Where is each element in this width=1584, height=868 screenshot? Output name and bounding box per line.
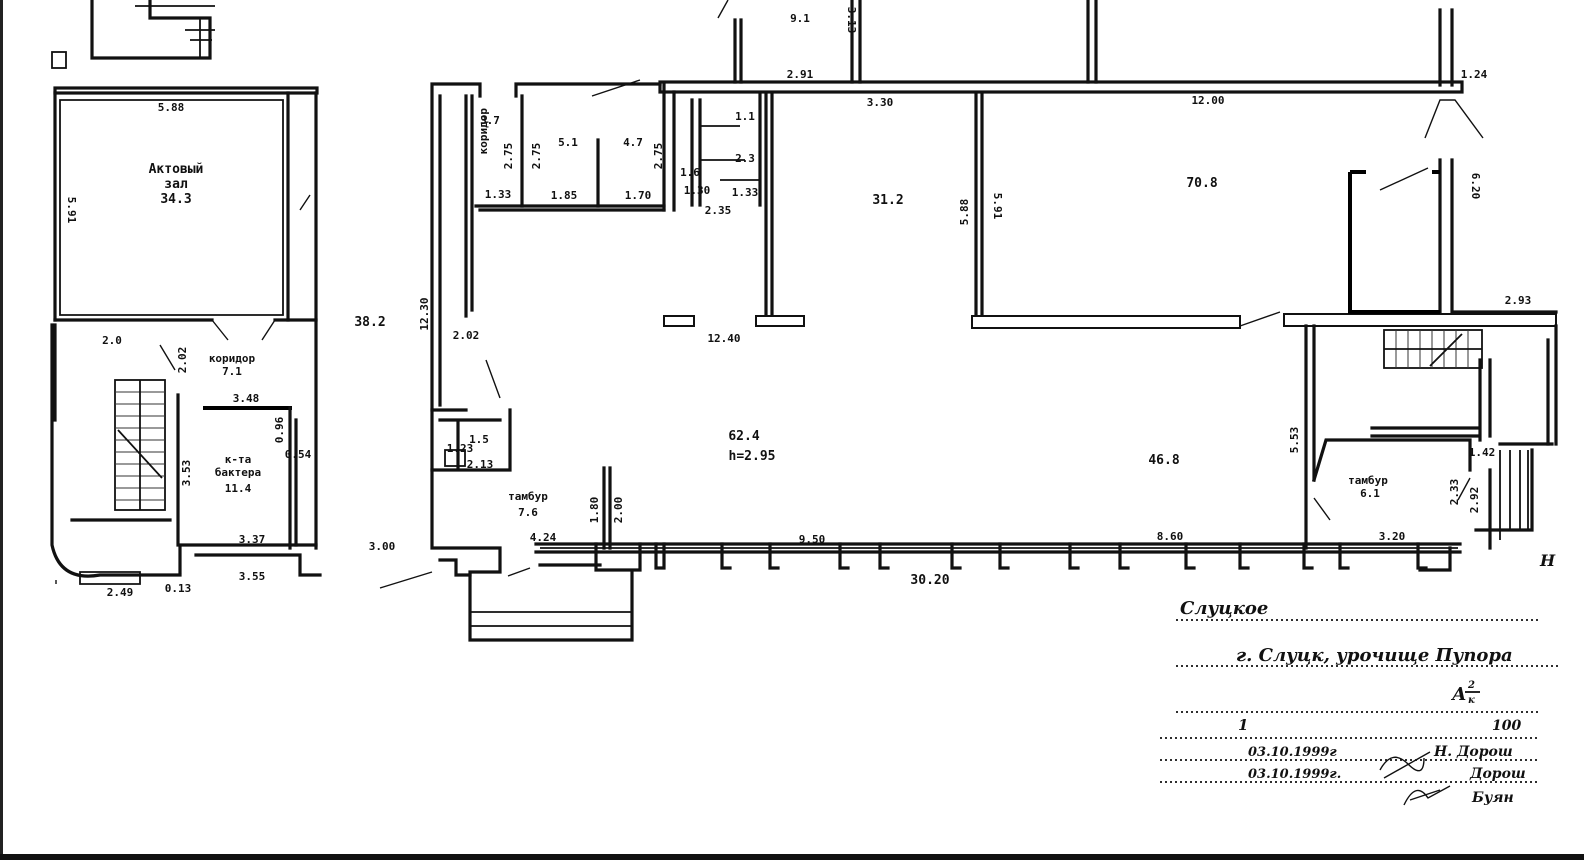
dim-2-75b: 2.75 [652, 143, 665, 170]
bar-room-label-1: к-та [225, 453, 252, 466]
stamp-letter: А [1450, 684, 1467, 705]
stamp-date-1: 03.10.1999г [1248, 745, 1337, 760]
title-stamp: Слуцкое г. Слуцк, урочище Пупора А 2 к 1… [1160, 598, 1560, 806]
stamp-name-3: Буян [1471, 790, 1514, 806]
dim-12-40: 12.40 [707, 332, 740, 345]
bar-room-area: 11.4 [225, 482, 252, 495]
room-labels: Актовый зал 34.3 коридор 7.1 к-та бактер… [149, 12, 1389, 519]
dim-2-0: 2.0 [102, 334, 122, 347]
dim-5-88b: 5.88 [958, 199, 971, 226]
dim-3-13: 3.13 [845, 7, 858, 34]
dim-3-30: 3.30 [867, 96, 894, 109]
main-hall-area: 62.4 [728, 429, 759, 444]
stamp-scale: 100 [1492, 718, 1521, 734]
dim-1-23: 1.23 [447, 442, 474, 455]
stamp-fraction-top: 2 [1467, 680, 1475, 691]
dim-2-33: 2.33 [1448, 479, 1461, 506]
dim-1-42: 1.42 [1469, 446, 1496, 459]
dim-3-37: 3.37 [239, 533, 266, 546]
dim-2-02: 2.02 [176, 347, 189, 374]
dim-3-20: 3.20 [1379, 530, 1406, 543]
dim-9-50: 9.50 [799, 533, 826, 546]
dim-1-30: 1.30 [684, 184, 711, 197]
edge-letter: Н [1539, 551, 1556, 570]
signature-1 [1379, 751, 1431, 779]
room-2-3-area: 2.3 [735, 152, 755, 165]
dim-2-75: 2.75 [530, 143, 543, 170]
corridor-left-area: 7.1 [222, 365, 242, 378]
dim-1-85: 1.85 [551, 189, 578, 202]
dim-0-13: 0.13 [165, 582, 192, 595]
room-5-1-area: 5.1 [558, 136, 578, 149]
dim-3-48: 3.48 [233, 392, 260, 405]
corridor-left-name: коридор [209, 352, 256, 365]
main-hall-height: h=2.95 [729, 449, 776, 464]
room-9-1-area: 9.1 [790, 12, 810, 25]
bar-room-label-2: бактера [215, 466, 261, 479]
vestibule-left-area: 7.6 [518, 506, 538, 519]
dim-2-02b: 2.02 [453, 329, 480, 342]
dim-2-93: 2.93 [1505, 294, 1532, 307]
dim-6-20: 6.20 [1469, 173, 1482, 200]
dim-1-70: 1.70 [625, 189, 652, 202]
room-46-8-area: 46.8 [1148, 453, 1179, 468]
dim-2-91: 2.91 [787, 68, 814, 81]
stamp-name-1: Н. Дорош [1433, 744, 1513, 760]
main-building-walls [55, 0, 1558, 642]
dim-2-13: 2.13 [467, 458, 494, 471]
dim-2-35: 2.35 [705, 204, 732, 217]
room-1-6-area: 1.6 [680, 166, 700, 179]
dim-30-20: 30.20 [910, 573, 949, 588]
assembly-hall-label-1: Актовый [149, 162, 204, 177]
small-1-5-area: 1.5 [469, 433, 489, 446]
stamp-sheet: 1 [1238, 716, 1248, 734]
dim-3-00: 3.00 [369, 540, 396, 553]
room-31-2-area: 31.2 [872, 193, 903, 208]
corridor-top-area: 3.7 [480, 114, 500, 127]
dim-2-78: 2.75 [502, 143, 515, 170]
dim-2-92: 2.92 [1468, 487, 1481, 514]
room-4-7-area: 4.7 [623, 136, 643, 149]
sheet-border [0, 854, 1584, 860]
stamp-name-2: Дорош [1469, 766, 1526, 782]
dimension-labels: 5.88 5.91 2.0 2.02 3.48 3.53 0.96 0.54 3… [65, 7, 1531, 599]
stamp-title: Слуцкое [1180, 598, 1268, 619]
left-wing-walls [50, 86, 322, 585]
stamp-date-2: 03.10.1999г. [1248, 767, 1341, 782]
stamp-address: г. Слуцк, урочище Пупора [1236, 645, 1513, 666]
signature-2 [1403, 785, 1451, 806]
vestibule-right-area: 6.1 [1360, 487, 1380, 500]
dim-1-24: 1.24 [1461, 68, 1488, 81]
room-70-8-area: 70.8 [1186, 176, 1217, 191]
dim-12-00: 12.00 [1191, 94, 1224, 107]
dim-0-96: 0.96 [273, 416, 286, 443]
top-left-fragment [51, 0, 215, 69]
assembly-hall-label-2: зал [164, 177, 188, 192]
corridor-top-name: коридор [477, 108, 490, 155]
left-stair [53, 323, 172, 522]
vestibule-left-name: тамбур [508, 490, 548, 503]
vestibule-right-name: тамбур [1348, 474, 1388, 487]
room-38-2-area: 38.2 [354, 315, 385, 330]
dim-8-60: 8.60 [1157, 530, 1184, 543]
dim-5-91-left: 5.91 [65, 197, 78, 224]
dim-3-55: 3.55 [239, 570, 266, 583]
dim-2-00: 2.00 [612, 497, 625, 524]
dim-3-53: 3.53 [180, 460, 193, 487]
dim-4-24: 4.24 [530, 531, 557, 544]
stamp-fraction-bottom: к [1468, 695, 1475, 706]
dim-12-30: 12.30 [418, 297, 431, 330]
dim-1-80: 1.80 [588, 497, 601, 524]
dim-5-88: 5.88 [158, 101, 185, 114]
dim-5-53: 5.53 [1288, 427, 1301, 454]
assembly-hall-area: 34.3 [160, 192, 191, 207]
dim-1-33b: 1.33 [732, 186, 759, 199]
dim-2-49: 2.49 [107, 586, 134, 599]
room-1-1-area: 1.1 [735, 110, 755, 123]
dim-5-91: 5.91 [991, 193, 1004, 220]
dim-0-54: 0.54 [285, 448, 312, 461]
dim-1-33: 1.33 [485, 188, 512, 201]
